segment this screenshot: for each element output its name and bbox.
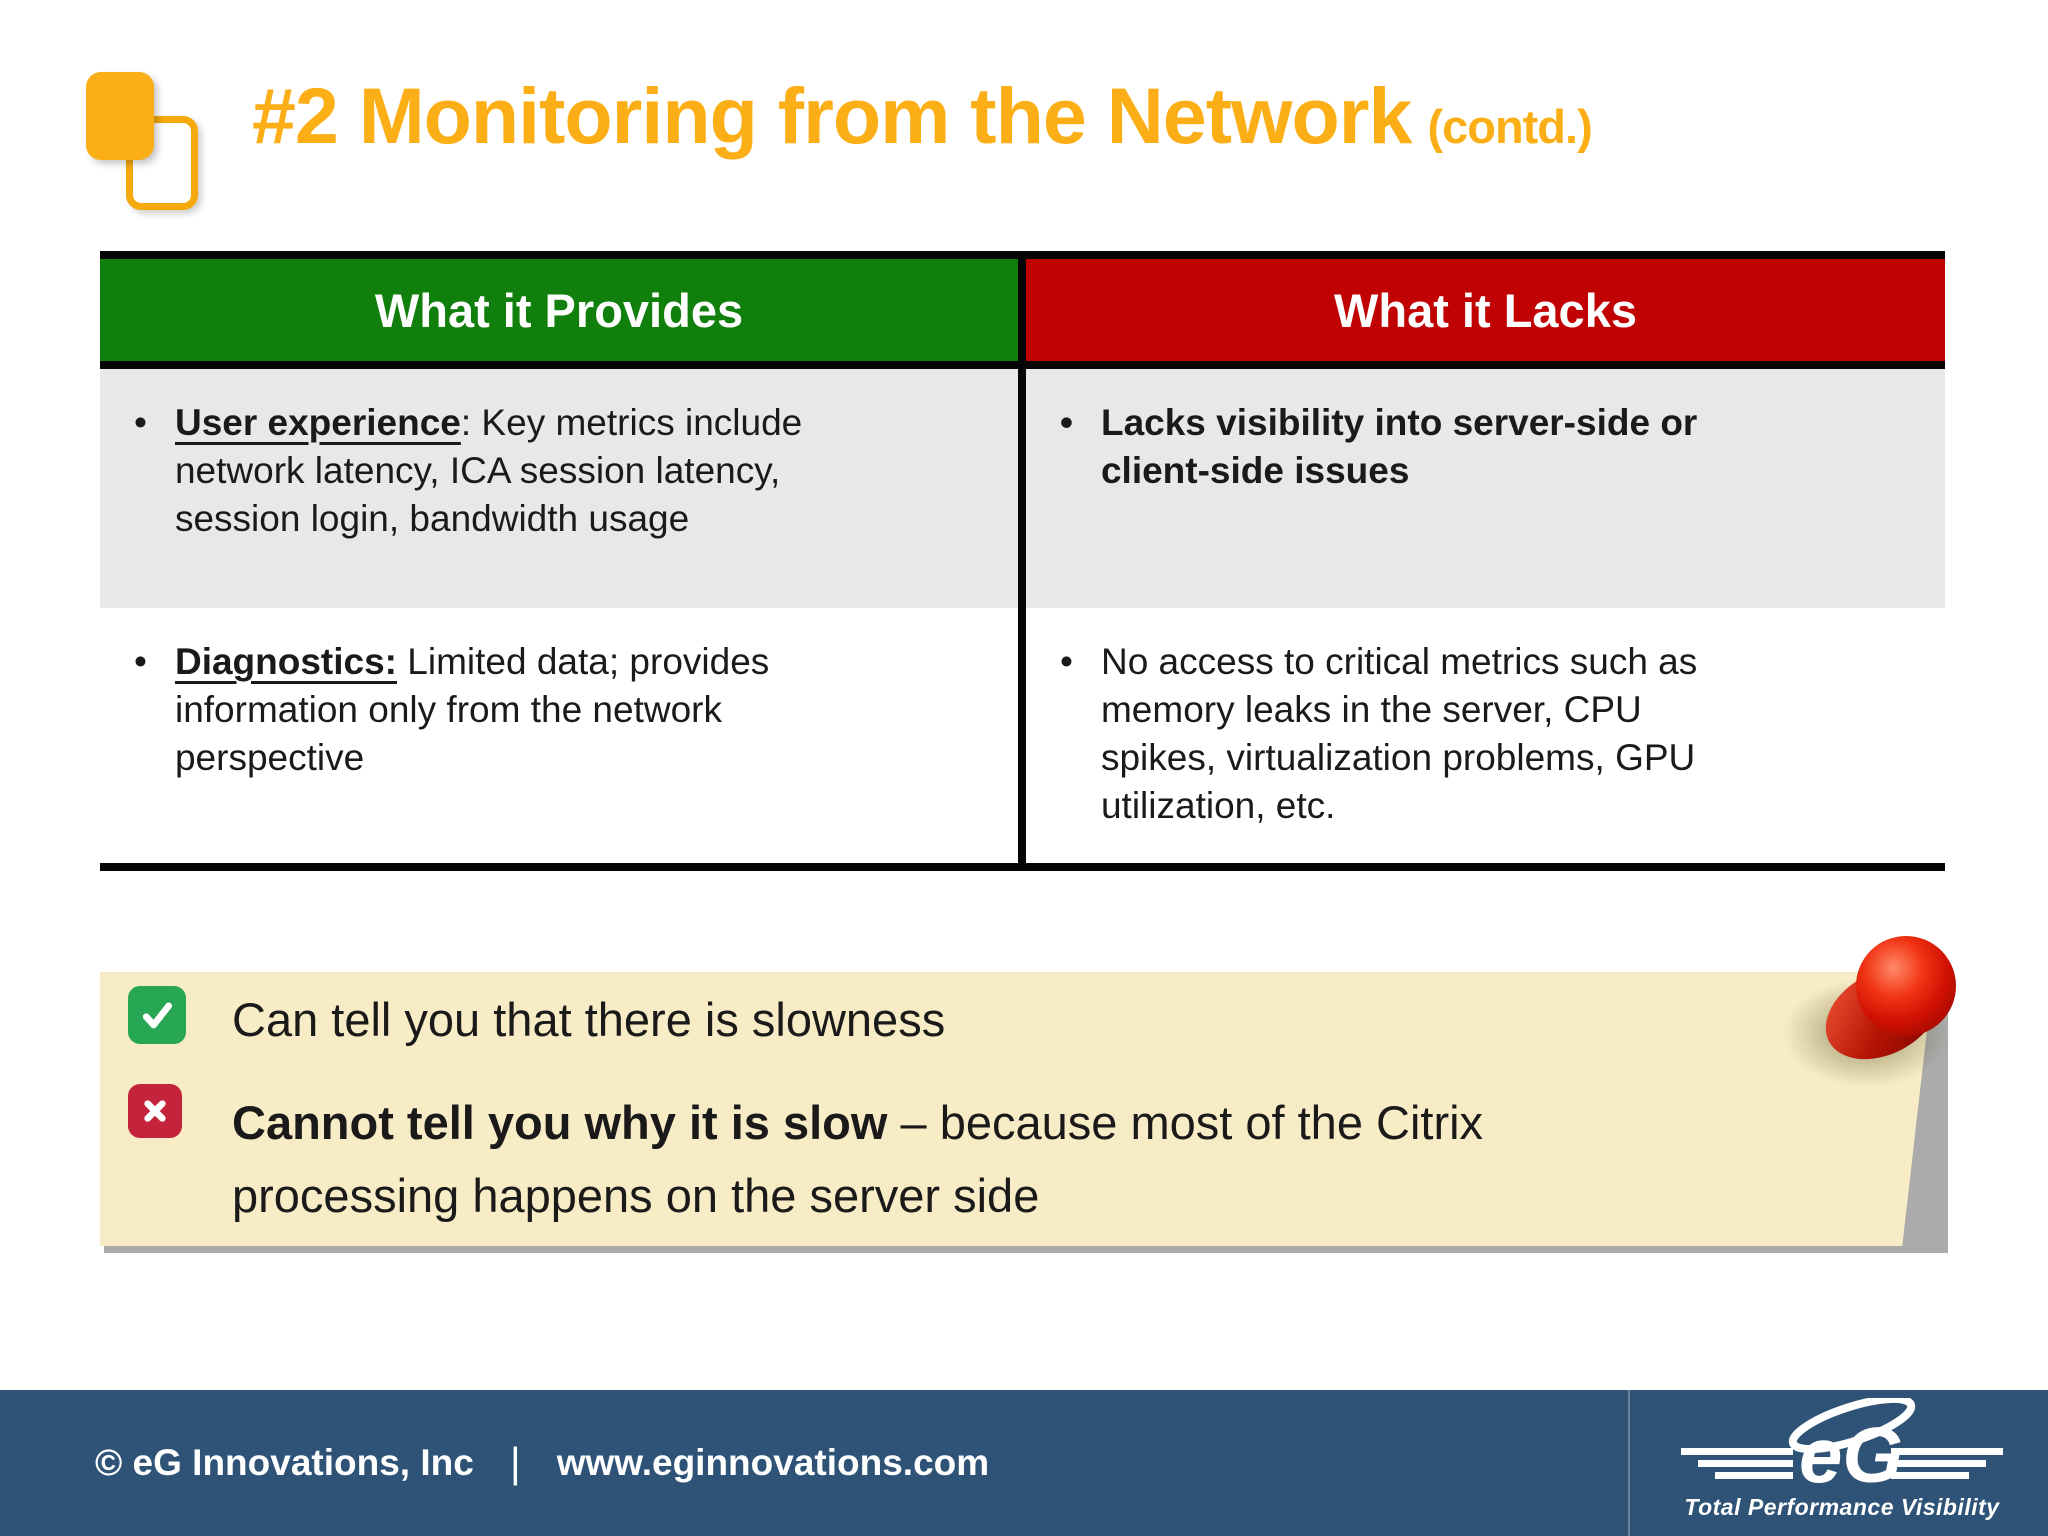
table-row: • User experience: Key metrics include n… xyxy=(100,369,1945,608)
cell-text: No access to critical metrics such as me… xyxy=(1100,641,1698,826)
cell-body: Limited data; provides information only … xyxy=(174,641,770,778)
cell-lead: Diagnostics: xyxy=(174,641,398,682)
bullet: • xyxy=(134,641,147,682)
pushpin-ball xyxy=(1856,936,1956,1036)
table-row: • Diagnostics: Limited data; provides in… xyxy=(100,608,1945,863)
comparison-table: What it Provides What it Lacks • User ex… xyxy=(100,251,1945,871)
cross-icon xyxy=(128,1084,182,1138)
pages-icon xyxy=(86,72,154,160)
footer-divider xyxy=(1628,1390,1630,1536)
header-bottom-border xyxy=(100,361,1945,369)
footer-separator: | xyxy=(509,1439,521,1486)
header-cell-provides: What it Provides xyxy=(100,259,1018,361)
bullet: • xyxy=(1060,402,1073,443)
cell-lacks-1: • Lacks visibility into server-side or c… xyxy=(1026,369,1945,608)
footer-text: © eG Innovations, Inc | www.eginnovation… xyxy=(95,1390,989,1536)
header-cell-lacks: What it Lacks xyxy=(1026,259,1945,361)
cell-text: User experience: Key metrics include net… xyxy=(175,399,802,588)
check-icon xyxy=(128,986,186,1044)
table-top-border xyxy=(100,251,1945,259)
column-divider xyxy=(1018,369,1026,608)
cell-text: Lacks visibility into server-side or cli… xyxy=(1100,402,1698,491)
cell-body: : Key metrics include network latency, I… xyxy=(174,402,803,539)
bullet: • xyxy=(134,402,147,443)
cell-text: Diagnostics: Limited data; provides info… xyxy=(175,638,769,843)
note-line-2-bold: Cannot tell you why it is slow xyxy=(232,1096,888,1149)
logo-text: eG xyxy=(1799,1411,1903,1494)
note-line-2-rest: – because most of the Citrix processing … xyxy=(232,1096,1484,1222)
cell-provides-2: • Diagnostics: Limited data; provides in… xyxy=(100,608,1018,863)
page-title-text: #2 Monitoring from the Network xyxy=(252,71,1412,160)
page-title-contd: (contd.) xyxy=(1427,100,1592,153)
logo-tagline: Total Performance Visibility xyxy=(1684,1494,2000,1520)
table-bottom-border xyxy=(100,863,1945,871)
page-title: #2 Monitoring from the Network (contd.) xyxy=(252,70,1593,162)
cell-lacks-2: • No access to critical metrics such as … xyxy=(1026,608,1945,863)
note-line-2: Cannot tell you why it is slow – because… xyxy=(232,1086,1532,1232)
sticky-note xyxy=(100,972,1934,1246)
table-header-row: What it Provides What it Lacks xyxy=(100,259,1945,361)
eg-logo-icon: eG xyxy=(1666,1394,2018,1499)
bullet: • xyxy=(1060,641,1073,682)
cell-provides-1: • User experience: Key metrics include n… xyxy=(100,369,1018,608)
column-divider xyxy=(1018,259,1026,361)
column-divider xyxy=(1018,608,1026,863)
website-text: www.eginnovations.com xyxy=(556,1442,990,1483)
cell-lead: User experience xyxy=(174,402,461,443)
note-line-1: Can tell you that there is slowness xyxy=(232,993,946,1046)
pages-icon-outline xyxy=(126,116,198,210)
copyright-text: © eG Innovations, Inc xyxy=(95,1442,474,1483)
